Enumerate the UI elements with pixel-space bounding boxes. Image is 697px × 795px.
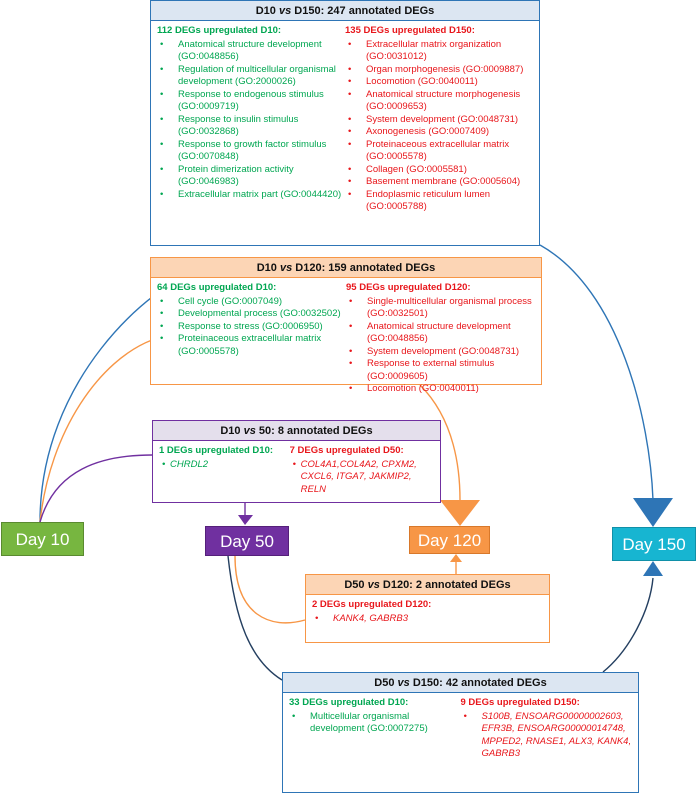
- go-term-item: Organ morphogenesis (GO:0009887): [345, 64, 533, 77]
- upregulated-d150-column: 9 DEGs upregulated D150: S100B, ENSOARG0…: [461, 697, 633, 761]
- go-term-item: Response to external stimulus (GO:000960…: [346, 358, 535, 383]
- go-term-item: Axonogenesis (GO:0007409): [345, 126, 533, 139]
- vs-label: vs: [397, 677, 410, 689]
- upregulated-d150-column: 135 DEGs upregulated D150: Extracellular…: [345, 25, 533, 214]
- arrowhead-d120-up: [450, 554, 462, 562]
- upregulated-d120-column: 2 DEGs upregulated D120: KANK4, GABRB3: [312, 599, 543, 625]
- go-term-item: Extracellular matrix part (GO:0044420): [157, 189, 345, 202]
- arrowhead-d120: [440, 500, 480, 526]
- gene-item: KANK4, GABRB3: [312, 613, 543, 626]
- upregulated-d10-column: 33 DEGs upregulated D10: Multicellular o…: [289, 697, 461, 761]
- upregulated-d10-column: 112 DEGs upregulated D10: Anatomical str…: [157, 25, 345, 214]
- edge-d50-d150: [227, 555, 283, 681]
- column-title: 2 DEGs upregulated D120:: [312, 599, 432, 610]
- edge-d10-d150-right: [539, 244, 654, 501]
- go-term-item: Endoplasmic reticulum lumen (GO:0005788): [345, 189, 533, 214]
- day-120-node: Day 120: [409, 526, 490, 554]
- upregulated-d120-column: 95 DEGs upregulated D120: Single-multice…: [346, 282, 535, 396]
- gene-item: CHRDL2: [159, 459, 290, 472]
- column-title: 95 DEGs upregulated D120:: [346, 282, 471, 293]
- box-title: D10 vs D120: 159 annotated DEGs: [151, 258, 541, 278]
- go-term-item: Response to stress (GO:0006950): [157, 321, 346, 334]
- column-title: 112 DEGs upregulated D10:: [157, 25, 282, 36]
- go-term-item: Developmental process (GO:0032502): [157, 308, 346, 321]
- box-title: D50 vs D120: 2 annotated DEGs: [306, 575, 549, 595]
- go-term-item: Cell cycle (GO:0007049): [157, 296, 346, 309]
- go-term-item: Response to insulin stimulus (GO:0032868…: [157, 114, 345, 139]
- arrowhead-d150-up: [643, 561, 663, 576]
- go-term-item: Proteinaceous extracellular matrix (GO:0…: [157, 333, 346, 358]
- gene-item: S100B, ENSOARG00000002603, EFR3B, ENSOAR…: [461, 711, 633, 761]
- go-term-item: Collagen (GO:0005581): [345, 164, 533, 177]
- column-title: 1 DEGs upregulated D10:: [159, 445, 274, 456]
- vs-label: vs: [279, 262, 293, 274]
- go-term-item: Extracellular matrix organization (GO:00…: [345, 39, 533, 64]
- go-term-item: Basement membrane (GO:0005604): [345, 176, 533, 189]
- box-d10-d120: D10 vs D120: 159 annotated DEGs 64 DEGs …: [150, 257, 542, 395]
- arrowhead-d150: [633, 498, 673, 527]
- column-title: 64 DEGs upregulated D10:: [157, 282, 277, 293]
- go-term-item: Response to endogenous stimulus (GO:0009…: [157, 89, 345, 114]
- vs-label: vs: [278, 5, 292, 17]
- go-term-item: Anatomical structure development (GO:004…: [157, 39, 345, 64]
- vs-label: vs: [367, 579, 380, 591]
- upregulated-d10-column: 1 DEGs upregulated D10: CHRDL2: [159, 445, 290, 496]
- go-term-item: Locomotion (GO:0040011): [345, 76, 533, 89]
- box-title: D50 vs D150: 42 annotated DEGs: [283, 673, 638, 693]
- gene-list: KANK4, GABRB3: [312, 613, 543, 626]
- box-title: D10 vs D150: 247 annotated DEGs: [151, 1, 539, 21]
- day-50-node: Day 50: [205, 526, 289, 556]
- go-term-item: Single-multicellular organismal process …: [346, 296, 535, 321]
- go-term-item: Proteinaceous extracellular matrix (GO:0…: [345, 139, 533, 164]
- edge-d10-d120-right: [419, 384, 461, 501]
- vs-label: vs: [243, 425, 256, 437]
- arrowhead-d50: [238, 515, 253, 525]
- upregulated-d10-column: 64 DEGs upregulated D10: Cell cycle (GO:…: [157, 282, 346, 396]
- column-title: 7 DEGs upregulated D50:: [289, 445, 404, 456]
- box-d50-d150: D50 vs D150: 42 annotated DEGs 33 DEGs u…: [282, 672, 639, 793]
- gene-list: S100B, ENSOARG00000002603, EFR3B, ENSOAR…: [461, 711, 633, 761]
- box-d10-d50: D10 vs 50: 8 annotated DEGs 1 DEGs upreg…: [152, 420, 441, 503]
- column-title: 9 DEGs upregulated D150:: [460, 697, 580, 708]
- edge-d50-d150-right: [602, 577, 654, 673]
- upregulated-d50-column: 7 DEGs upregulated D50: COL4A1,COL4A2, C…: [290, 445, 434, 496]
- go-term-item: System development (GO:0048731): [345, 114, 533, 127]
- go-term-item: Anatomical structure development (GO:004…: [346, 321, 535, 346]
- column-title: 33 DEGs upregulated D10:: [289, 697, 409, 708]
- go-term-item: System development (GO:0048731): [346, 346, 535, 359]
- go-term-item: Multicellular organismal development (GO…: [289, 711, 461, 736]
- go-term-list: Single-multicellular organismal process …: [346, 296, 535, 396]
- go-term-list: Cell cycle (GO:0007049) Developmental pr…: [157, 296, 346, 359]
- edge-d50-d120: [234, 555, 306, 624]
- go-term-list: Anatomical structure development (GO:004…: [157, 39, 345, 202]
- gene-list: CHRDL2: [159, 459, 290, 472]
- column-title: 135 DEGs upregulated D150:: [345, 25, 475, 36]
- box-d10-d150: D10 vs D150: 247 annotated DEGs 112 DEGs…: [150, 0, 540, 246]
- go-term-item: Protein dimerization activity (GO:004698…: [157, 164, 345, 189]
- go-term-item: Anatomical structure morphogenesis (GO:0…: [345, 89, 533, 114]
- day-150-node: Day 150: [612, 527, 696, 561]
- box-title: D10 vs 50: 8 annotated DEGs: [153, 421, 440, 441]
- go-term-item: Locomotion (GO:0040011): [346, 383, 535, 396]
- edge-d10-d50: [39, 454, 153, 523]
- go-term-list: Multicellular organismal development (GO…: [289, 711, 461, 736]
- gene-item: COL4A1,COL4A2, CPXM2, CXCL6, ITGA7, JAKM…: [290, 459, 434, 497]
- gene-list: COL4A1,COL4A2, CPXM2, CXCL6, ITGA7, JAKM…: [290, 459, 434, 497]
- box-d50-d120: D50 vs D120: 2 annotated DEGs 2 DEGs upr…: [305, 574, 550, 643]
- edge-d10-d120: [39, 339, 153, 523]
- go-term-item: Regulation of multicellular organismal d…: [157, 64, 345, 89]
- go-term-list: Extracellular matrix organization (GO:00…: [345, 39, 533, 214]
- day-10-node: Day 10: [1, 522, 84, 556]
- go-term-item: Response to growth factor stimulus (GO:0…: [157, 139, 345, 164]
